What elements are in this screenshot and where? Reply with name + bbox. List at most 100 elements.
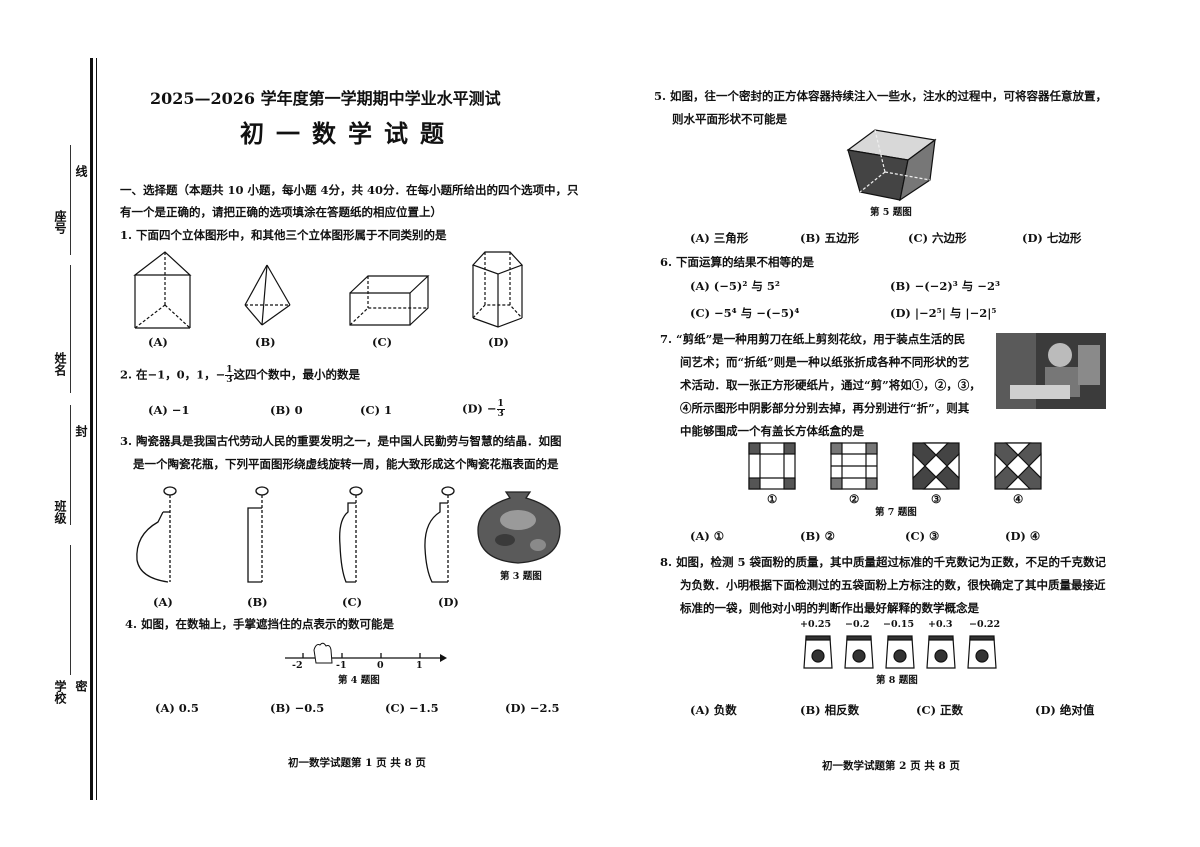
flour-bag-icon — [803, 635, 833, 669]
q7-net-4 — [994, 442, 1042, 490]
q3-vase-image — [477, 491, 561, 564]
flour-bag-icon — [885, 635, 915, 669]
q1-solid-d — [471, 251, 524, 328]
q3-label-b: (B) — [247, 595, 268, 609]
q3-label-a: (A) — [153, 595, 173, 609]
q8-option-b: (B) 相反数 — [800, 703, 860, 717]
q1-label-d: (D) — [488, 335, 509, 349]
margin-thick-line — [90, 58, 93, 800]
q2-option-b: (B) 0 — [270, 403, 303, 417]
q7-net-3 — [912, 442, 960, 490]
seat-field — [70, 145, 71, 255]
name-field — [70, 265, 71, 393]
q8-value-5: −0.22 — [969, 619, 1001, 630]
q2-stem-post: 这四个数中，最小的数是 — [233, 367, 361, 382]
q6-option-c: (C) −5⁴ 与 −(−5)⁴ — [690, 306, 800, 320]
q4-option-c: (C) −1.5 — [385, 701, 439, 715]
q4-option-b: (B) −0.5 — [270, 701, 325, 715]
q4-option-d: (D) −2.5 — [505, 701, 560, 715]
q7-net-2 — [830, 442, 878, 490]
q4-stem: 4. 如图，在数轴上，手掌遮挡住的点表示的数可能是 — [125, 617, 395, 631]
q1-label-a: (A) — [148, 335, 168, 349]
q7-fig-label-1: ① — [767, 492, 778, 506]
q8-value-2: −0.2 — [845, 619, 870, 630]
q8-option-d: (D) 绝对值 — [1035, 703, 1095, 717]
seal-char: 封 — [74, 425, 88, 437]
margin-thin-line — [96, 58, 97, 800]
flour-bag-icon — [967, 635, 997, 669]
q3-shape-d — [424, 486, 455, 583]
q6-option-b: (B) −(−2)³ 与 −2³ — [890, 279, 1000, 293]
q3-label-c: (C) — [342, 595, 363, 609]
q2-frac-num: 1 — [225, 365, 234, 376]
q4-tick-1: 1 — [416, 660, 423, 671]
q7-option-d: (D) ④ — [1005, 529, 1041, 543]
subject-title: 初一数学试题 — [240, 119, 456, 148]
q6-option-a: (A) (−5)² 与 5² — [690, 279, 780, 293]
class-field — [70, 405, 71, 525]
q5-option-a: (A) 三角形 — [690, 231, 749, 245]
q7-net-1 — [748, 442, 796, 490]
footer-right: 初一数学试题第 2 页 共 8 页 — [822, 760, 960, 772]
q7-line2: 间艺术；而“折纸”则是一种以纸张折成各种不同形状的艺 — [680, 355, 970, 369]
q1-solid-a — [133, 251, 192, 329]
exam-title: 2025—2026 学年度第一学期期中学业水平测试 — [150, 89, 501, 108]
flour-bag-icon — [844, 635, 874, 669]
q3-shape-a — [136, 486, 177, 583]
q2-option-d-num: 1 — [496, 399, 505, 410]
q7-line1: 7. “剪纸”是一种用剪刀在纸上剪刻花纹，用于装点生活的民 — [660, 332, 966, 346]
q7-line4: ④所示图形中阴影部分分别去掉，再分别进行“折”，则其 — [680, 401, 970, 415]
q3-line1: 3. 陶瓷器具是我国古代劳动人民的重要发明之一，是中国人民勤劳与智慧的结晶．如图 — [120, 434, 562, 448]
q5-line1: 5. 如图，往一个密封的正方体容器持续注入一些水，注水的过程中，可将容器任意放置… — [654, 89, 1108, 103]
footer-left: 初一数学试题第 1 页 共 8 页 — [288, 757, 426, 769]
q7-option-a: (A) ① — [690, 529, 725, 543]
q7-fig-label-4: ④ — [1013, 492, 1024, 506]
q4-tick-neg2: -2 — [292, 660, 303, 671]
q8-option-c: (C) 正数 — [916, 703, 964, 717]
q2-stem-pre: 2. 在−1，0，1，− — [120, 367, 226, 382]
q2-option-d-den: 3 — [497, 409, 504, 419]
q8-caption: 第 8 题图 — [876, 675, 918, 686]
q1-label-b: (B) — [255, 335, 276, 349]
section1-intro-line1: 一、选择题（本题共 10 小题，每小题 4分，共 40分．在每小题所给出的四个选… — [120, 183, 579, 197]
school-field — [70, 545, 71, 675]
q7-fig-label-3: ③ — [931, 492, 942, 506]
q1-label-c: (C) — [372, 335, 393, 349]
school-label: 学校 — [53, 680, 67, 704]
class-label: 班级 — [53, 500, 67, 524]
q2-option-d-pre: (D) − — [462, 401, 497, 416]
hand-icon — [313, 642, 333, 664]
q7-line3: 术活动．取一张正方形硬纸片，通过“剪”将如①，②，③， — [680, 378, 981, 392]
q5-caption: 第 5 题图 — [870, 207, 912, 218]
q7-fig-label-2: ② — [849, 492, 860, 506]
q3-label-d: (D) — [438, 595, 459, 609]
q7-option-b: (B) ② — [800, 529, 835, 543]
close-char: 密 — [74, 680, 88, 692]
q4-tick-0: 0 — [377, 660, 384, 671]
flour-bag-icon — [926, 635, 956, 669]
q5-option-d: (D) 七边形 — [1022, 231, 1082, 245]
q8-value-4: +0.3 — [928, 619, 953, 630]
q8-value-1: +0.25 — [800, 619, 832, 630]
q4-option-a: (A) 0.5 — [155, 701, 199, 715]
q1-solid-b — [244, 264, 291, 326]
q7-line5: 中能够围成一个有盖长方体纸盒的是 — [680, 424, 864, 438]
name-label: 姓名 — [53, 352, 67, 376]
q1-stem: 1. 下面四个立体图形中，和其他三个立体图形属于不同类别的是 — [120, 228, 447, 242]
q3-shape-c — [339, 486, 363, 583]
q5-line2: 则水平面形状不可能是 — [672, 112, 787, 126]
q8-value-3: −0.15 — [883, 619, 915, 630]
q5-option-c: (C) 六边形 — [908, 231, 967, 245]
q1-solid-c — [349, 275, 430, 326]
